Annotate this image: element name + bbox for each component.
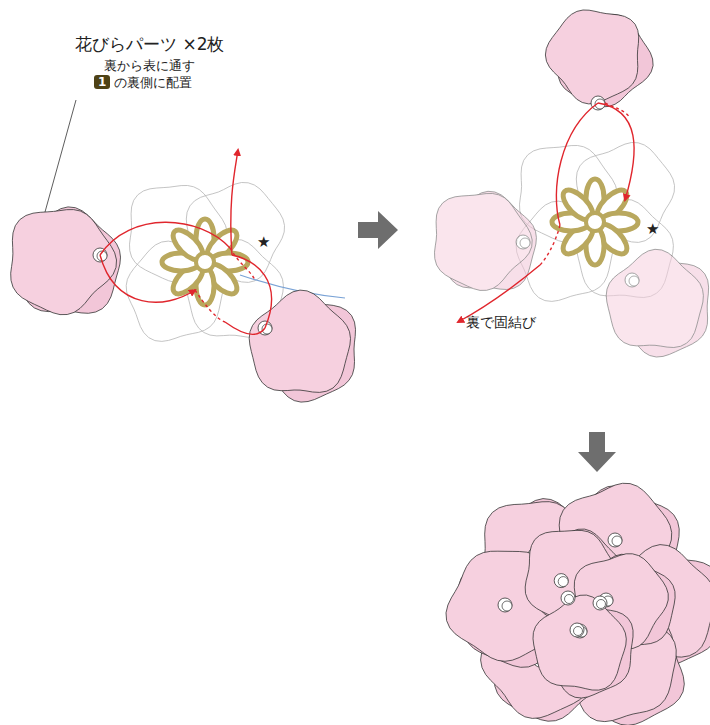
star-mark: ★ (257, 233, 270, 251)
petal-hole (570, 623, 584, 637)
thread-path (195, 290, 225, 322)
illustration-stroke (608, 533, 622, 547)
thread-path (458, 265, 540, 322)
petal-hole (561, 591, 575, 605)
petal-part (249, 290, 355, 402)
note-text: 裏から表に通す (104, 58, 195, 74)
petal-part (545, 10, 653, 110)
callout-number: 1 (94, 75, 110, 89)
note-text: 裏で固結び (466, 314, 536, 331)
petal-part (11, 207, 121, 315)
thread-path (100, 255, 195, 302)
star-mark: ★ (646, 220, 659, 238)
gold-flower-part (162, 219, 248, 305)
illustration-stroke (11, 210, 117, 315)
note-text: の裏側に配置 (114, 75, 192, 91)
illustration-stroke (516, 235, 530, 249)
gold-flower-part (552, 179, 638, 265)
leader-line (45, 100, 76, 212)
part-label: 花びらパーツ ×2枚 (75, 34, 224, 54)
illustration-stroke (533, 595, 626, 690)
thread-path (231, 150, 238, 255)
illustration-stroke (196, 253, 214, 271)
thread-path (540, 225, 560, 265)
illustration-stroke (586, 213, 604, 231)
thread-path (598, 103, 634, 200)
petal-hole (593, 596, 607, 610)
thread-path (230, 248, 255, 280)
illustration-stroke (558, 577, 568, 587)
illustration-stroke (498, 598, 512, 612)
petal-hole (565, 595, 574, 604)
illustration-stroke (502, 601, 512, 611)
petal-outline (186, 183, 284, 283)
thread-path (232, 255, 272, 328)
thread-path (556, 103, 598, 225)
step-arrow (358, 211, 398, 249)
petal-outline (186, 239, 283, 337)
thread-path (605, 103, 630, 118)
illustration-stroke (520, 238, 530, 248)
illustration-stroke (554, 574, 568, 588)
illustration-stroke (249, 290, 350, 392)
step-arrow (578, 432, 616, 472)
thread-path (225, 322, 265, 334)
illustration-stroke (625, 273, 639, 287)
illustration-stroke (545, 10, 638, 104)
thread-path (100, 222, 230, 255)
petal-part (606, 249, 708, 357)
petal-outline (126, 241, 224, 341)
illustration-stroke (435, 194, 533, 291)
petal-part (533, 595, 633, 698)
illustration-stroke (606, 249, 703, 347)
petal-hole (574, 627, 583, 636)
petal-outline (576, 143, 674, 243)
illustration-stroke (629, 276, 639, 286)
illustration-stroke (612, 536, 622, 546)
petal-hole (597, 600, 606, 609)
petal-part (435, 191, 537, 290)
